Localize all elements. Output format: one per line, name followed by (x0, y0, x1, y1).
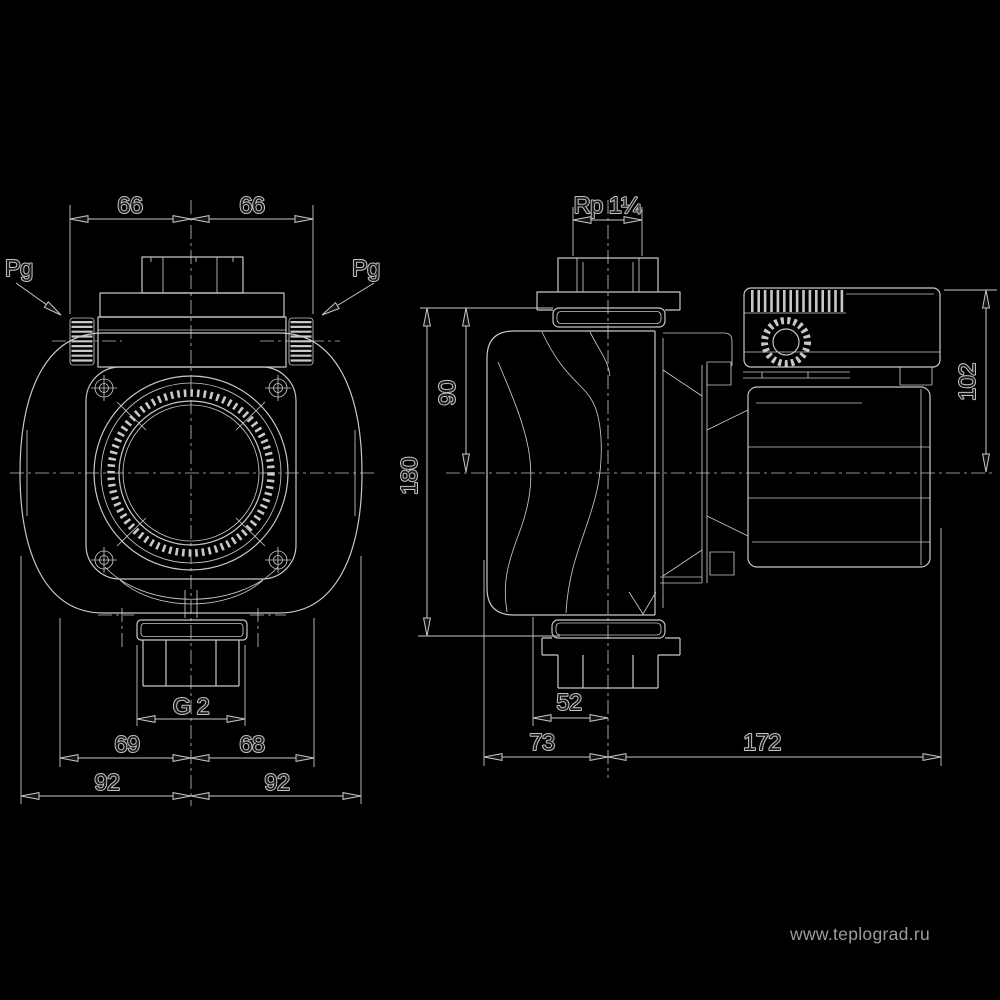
dim-label-102: 102 (954, 363, 980, 401)
dim-label-92-right: 92 (264, 769, 289, 795)
flange-bolt-bottom-right (265, 547, 291, 573)
side-view: Rp 1¼ 90 180 102 52 73 172 (395, 191, 997, 778)
motor-body (747, 386, 931, 568)
dim-label-90: 90 (434, 380, 460, 406)
dim-label-pg-right: Pg (352, 255, 380, 281)
side-extension-lines (418, 207, 997, 766)
cable-gland-right (288, 317, 314, 366)
dim-label-52: 52 (556, 689, 581, 715)
watermark-url: www.teplograd.ru (789, 924, 930, 944)
side-centerlines (446, 200, 996, 778)
dim-label-68: 68 (239, 731, 265, 757)
front-view: 66 66 Pg Pg G 2 69 68 92 92 (4, 191, 381, 806)
dim-label-g2: G 2 (173, 693, 209, 719)
flange-bolt-top-left (91, 375, 117, 401)
front-union-rings (93, 375, 289, 571)
front-dimension-labels: 66 66 Pg Pg G 2 69 68 92 92 (4, 191, 381, 796)
dim-label-73: 73 (529, 729, 555, 755)
dim-label-66-left: 66 (117, 192, 143, 218)
side-top-port (536, 257, 681, 328)
side-bottom-port (541, 619, 681, 689)
dim-label-pg-left: Pg (5, 255, 33, 281)
front-housing-outline (19, 332, 363, 618)
cable-gland-left (69, 317, 95, 366)
side-clamp-ring (660, 361, 749, 584)
dim-label-92-left: 92 (94, 769, 119, 795)
flange-bolt-top-right (265, 375, 291, 401)
front-stator-band (97, 256, 287, 368)
front-dimension-lines (15, 214, 375, 801)
front-extension-lines (20, 205, 362, 804)
dim-label-69: 69 (114, 731, 139, 757)
terminal-box (743, 287, 941, 386)
flange-bolt-bottom-left (91, 547, 117, 573)
dim-label-172: 172 (743, 729, 781, 755)
dim-label-180: 180 (396, 457, 422, 495)
dim-label-rp114: Rp 1¼ (574, 192, 642, 218)
dim-label-66-right: 66 (239, 192, 265, 218)
side-dimension-lines (422, 215, 991, 762)
front-bottom-port (136, 619, 248, 687)
side-dimension-labels: Rp 1¼ 90 180 102 52 73 172 (395, 191, 981, 756)
side-pump-body (486, 330, 733, 616)
adjustment-knob (761, 317, 811, 367)
